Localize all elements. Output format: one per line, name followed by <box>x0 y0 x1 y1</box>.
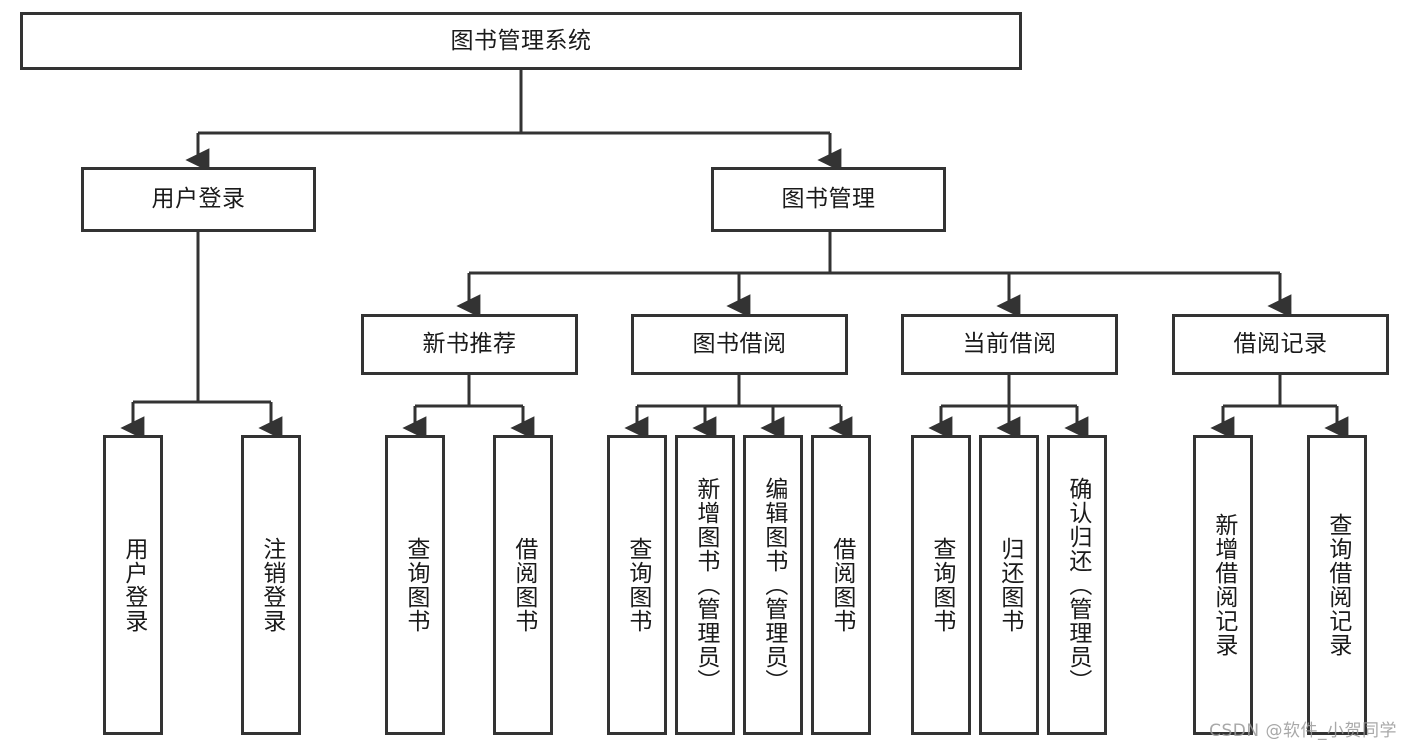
node-book-manage-label: 图书管理 <box>781 186 876 213</box>
node-current-borrow-label: 当前借阅 <box>962 331 1057 358</box>
node-leaf-query-book-2[interactable]: 查询图书 <box>607 435 667 735</box>
node-user-login[interactable]: 用户登录 <box>81 167 316 232</box>
node-leaf-add-record-label: 新增借阅记录 <box>1210 513 1237 657</box>
node-leaf-borrow-book-2-label: 借阅图书 <box>828 537 855 633</box>
node-leaf-confirm-return[interactable]: 确认归还（管理员） <box>1047 435 1107 735</box>
node-user-login-label: 用户登录 <box>151 186 246 213</box>
node-book-manage[interactable]: 图书管理 <box>711 167 946 232</box>
node-leaf-confirm-return-label: 确认归还（管理员） <box>1064 477 1091 693</box>
node-new-book-rec[interactable]: 新书推荐 <box>361 314 578 375</box>
node-leaf-query-record[interactable]: 查询借阅记录 <box>1307 435 1367 735</box>
node-leaf-add-record[interactable]: 新增借阅记录 <box>1193 435 1253 735</box>
node-book-borrow-label: 图书借阅 <box>692 331 787 358</box>
node-leaf-query-book-3-label: 查询图书 <box>928 537 955 633</box>
node-root[interactable]: 图书管理系统 <box>20 12 1022 70</box>
node-leaf-borrow-book-1[interactable]: 借阅图书 <box>493 435 553 735</box>
node-leaf-return-book[interactable]: 归还图书 <box>979 435 1039 735</box>
node-leaf-logout[interactable]: 注销登录 <box>241 435 301 735</box>
node-leaf-add-book-label: 新增图书（管理员） <box>692 477 719 693</box>
node-new-book-rec-label: 新书推荐 <box>422 331 517 358</box>
node-borrow-record[interactable]: 借阅记录 <box>1172 314 1389 375</box>
node-leaf-user-login-label: 用户登录 <box>120 537 147 633</box>
node-leaf-query-book-1[interactable]: 查询图书 <box>385 435 445 735</box>
node-leaf-query-book-1-label: 查询图书 <box>402 537 429 633</box>
node-leaf-edit-book-label: 编辑图书（管理员） <box>760 477 787 693</box>
node-borrow-record-label: 借阅记录 <box>1233 331 1328 358</box>
node-leaf-return-book-label: 归还图书 <box>996 537 1023 633</box>
watermark: CSDN @软件_小贺同学 <box>1209 721 1397 741</box>
node-leaf-borrow-book-2[interactable]: 借阅图书 <box>811 435 871 735</box>
node-leaf-query-book-2-label: 查询图书 <box>624 537 651 633</box>
node-root-label: 图书管理系统 <box>450 27 592 54</box>
node-leaf-logout-label: 注销登录 <box>258 537 285 633</box>
node-leaf-borrow-book-1-label: 借阅图书 <box>510 537 537 633</box>
node-current-borrow[interactable]: 当前借阅 <box>901 314 1118 375</box>
node-leaf-user-login[interactable]: 用户登录 <box>103 435 163 735</box>
node-leaf-add-book[interactable]: 新增图书（管理员） <box>675 435 735 735</box>
node-leaf-query-record-label: 查询借阅记录 <box>1324 513 1351 657</box>
node-leaf-edit-book[interactable]: 编辑图书（管理员） <box>743 435 803 735</box>
node-book-borrow[interactable]: 图书借阅 <box>631 314 848 375</box>
node-leaf-query-book-3[interactable]: 查询图书 <box>911 435 971 735</box>
